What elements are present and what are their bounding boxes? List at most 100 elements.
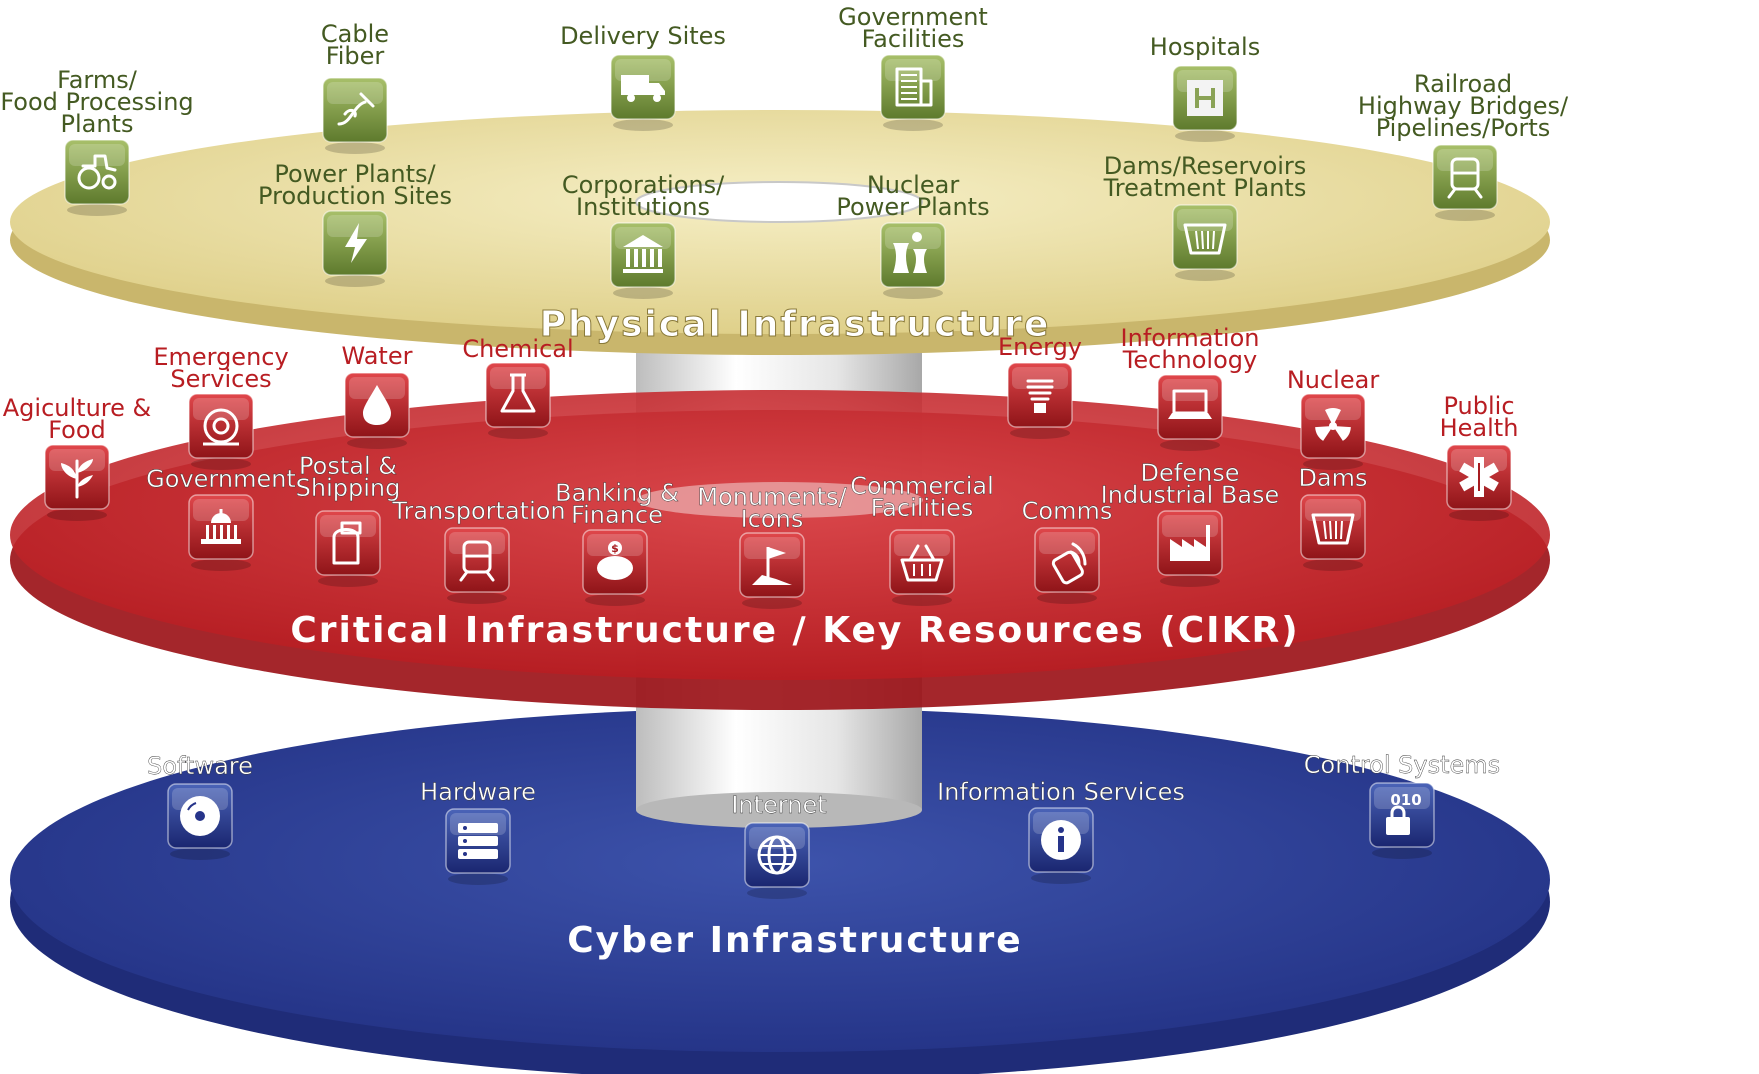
- icon-shadow: [1037, 592, 1097, 604]
- icon-shadow: [448, 873, 508, 885]
- icon-shadow: [447, 592, 507, 604]
- icon-shadow: [488, 427, 548, 439]
- cikr-item-label: Emergency: [153, 343, 288, 371]
- globe-icon: [757, 835, 797, 875]
- disc-icon: [180, 796, 220, 836]
- cikr-item-postal: Postal &Shipping: [295, 452, 401, 587]
- cikr-item-damsr: Dams: [1298, 464, 1368, 571]
- cikr-item-label: Transportation: [391, 497, 565, 525]
- icon-shadow: [742, 597, 802, 609]
- physical-item-label: Facilities: [862, 25, 965, 53]
- water-drop-icon: [363, 385, 391, 425]
- factory-icon: [1170, 525, 1210, 561]
- mailbox-icon: [332, 521, 362, 565]
- physical-layer-title: Physical Infrastructure: [540, 304, 1051, 345]
- physical-item-power: Power Plants/Production Sites: [258, 160, 452, 287]
- train-icon: [1447, 157, 1483, 199]
- icon-shadow: [883, 287, 943, 299]
- cyber-item-software: Software: [147, 752, 253, 860]
- phone-icon: [1051, 542, 1087, 585]
- info-icon: [1041, 820, 1081, 860]
- icon-shadow: [318, 575, 378, 587]
- cikr-item-label: Nuclear: [1287, 366, 1380, 394]
- icon-gloss: [1012, 367, 1068, 389]
- cyber-item-infoservices: Information Services: [937, 778, 1185, 884]
- flask-icon: [500, 373, 536, 413]
- icon-tile: [188, 393, 254, 459]
- cikr-item-government: Government: [146, 465, 296, 571]
- physical-item-label: Pipelines/Ports: [1376, 114, 1551, 142]
- cikr-item-label: Water: [342, 342, 413, 370]
- icon-shadow: [1303, 559, 1363, 571]
- lightning-icon: [345, 223, 367, 263]
- hospital-h-icon: [1187, 80, 1223, 116]
- icon-shadow: [892, 594, 952, 606]
- physical-item-label: Farms/: [57, 66, 138, 94]
- icon-gloss: [1374, 787, 1430, 809]
- cikr-item-label: Monuments/: [697, 483, 847, 511]
- physical-item-label: Food Processing: [0, 88, 193, 116]
- icon-shadow: [1160, 575, 1220, 587]
- medical-star-icon: [1459, 457, 1499, 497]
- cikr-item-label: Industrial Base: [1101, 481, 1280, 509]
- icon-shadow: [1175, 269, 1235, 281]
- cikr-item-label: Dams: [1298, 464, 1367, 492]
- cikr-item-label: Technology: [1122, 346, 1257, 374]
- cyber-item-label: Internet: [731, 791, 826, 819]
- alarm-bell-icon: [203, 408, 239, 446]
- cikr-item-label: Public: [1443, 392, 1514, 420]
- icon-tile: [1300, 494, 1366, 560]
- physical-item-label: Highway Bridges/: [1358, 92, 1569, 120]
- physical-item-corps: Corporations/Institutions: [562, 171, 725, 299]
- cikr-item-label: Agiculture &: [3, 394, 151, 422]
- cikr-item-water: Water: [342, 342, 413, 449]
- physical-item-label: Cable: [321, 20, 389, 48]
- icon-gloss: [490, 367, 546, 389]
- physical-item-label: Power Plants: [836, 193, 989, 221]
- cikr-item-label: Postal &: [299, 452, 397, 480]
- physical-item-label: Delivery Sites: [560, 22, 726, 50]
- icon-tile: [444, 527, 510, 593]
- icon-shadow: [191, 458, 251, 470]
- radiation-icon: [1315, 408, 1351, 441]
- cyber-item-label: Information Services: [937, 778, 1185, 806]
- physical-item-label: Corporations/: [562, 171, 725, 199]
- icon-shadow: [1160, 439, 1220, 451]
- cikr-item-label: Icons: [741, 505, 804, 533]
- physical-item-label: Fiber: [326, 42, 385, 70]
- icon-gloss: [1162, 515, 1218, 537]
- icon-shadow: [67, 204, 127, 216]
- cyber-layer-title: Cyber Infrastructure: [567, 920, 1022, 961]
- cikr-item-comms: Comms: [1021, 497, 1113, 604]
- cyber-item-label: Software: [147, 752, 253, 780]
- cikr-item-chemical: Chemical: [462, 335, 574, 439]
- cikr-item-monuments: Monuments/Icons: [697, 483, 848, 609]
- icon-shadow: [1175, 130, 1235, 142]
- physical-item-label: Plants: [61, 110, 134, 138]
- physical-item-delivery: Delivery Sites: [560, 22, 726, 131]
- cikr-item-label: Shipping: [296, 474, 401, 502]
- padlock-010-icon: 010: [1386, 791, 1422, 835]
- cyber-item-label: Hardware: [420, 778, 536, 806]
- icon-shadow: [47, 509, 107, 521]
- cikr-item-agri: Agiculture &Food: [3, 394, 151, 521]
- icon-shadow: [1303, 458, 1363, 470]
- icon-shadow: [347, 437, 407, 449]
- cikr-item-label: Banking &: [555, 479, 679, 507]
- capitol-icon: [201, 509, 241, 544]
- cyber-item-hardware: Hardware: [420, 778, 536, 885]
- cikr-item-energy: Energy: [998, 333, 1082, 439]
- icon-shadow: [1031, 872, 1091, 884]
- dam-icon: [1311, 513, 1355, 545]
- icon-tile: [1007, 362, 1073, 428]
- light-bulb-icon: [1026, 379, 1054, 413]
